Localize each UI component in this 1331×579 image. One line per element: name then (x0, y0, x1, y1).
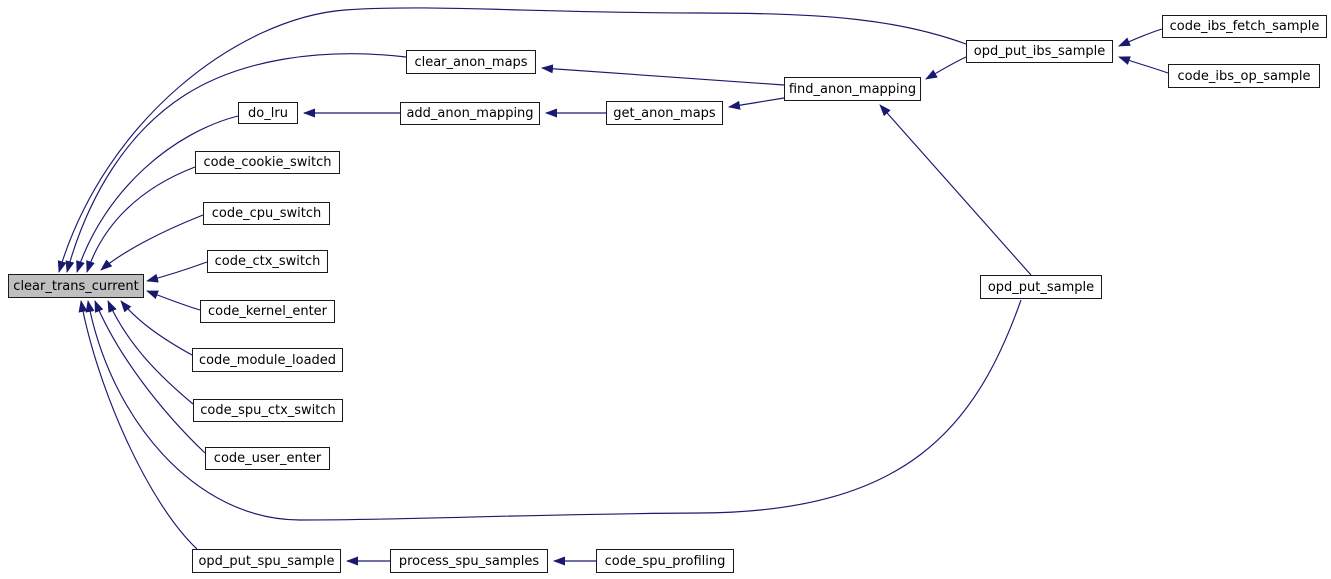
edge-code_user_enter-to-clear_trans_current (94, 300, 206, 454)
edge-code_ibs_fetch_sample-to-opd_put_ibs_sample (1118, 28, 1163, 47)
edge-code_cpu_switch-to-clear_trans_current (100, 214, 204, 271)
edge-find_anon_mapping-to-get_anon_maps (728, 97, 785, 110)
node-opd-put-spu-sample[interactable]: opd_put_spu_sample (192, 549, 341, 573)
edge-code_ctx_switch-to-clear_trans_current (146, 261, 208, 283)
node-do-lru[interactable]: do_lru (238, 102, 298, 124)
node-code-ibs-fetch-sample[interactable]: code_ibs_fetch_sample (1162, 15, 1327, 38)
edge-opd_put_sample-to-clear_trans_current (85, 299, 1022, 521)
edge-code_kernel_enter-to-clear_trans_current (146, 290, 201, 311)
node-find-anon-mapping[interactable]: find_anon_mapping (784, 77, 921, 101)
node-get-anon-maps[interactable]: get_anon_maps (606, 101, 723, 125)
node-code-module-loaded[interactable]: code_module_loaded (192, 348, 343, 372)
edge-opd_put_ibs_sample-to-clear_trans_current (57, 7, 967, 273)
edge-code_ibs_op_sample-to-opd_put_ibs_sample (1118, 56, 1169, 74)
node-opd-put-ibs-sample[interactable]: opd_put_ibs_sample (966, 40, 1113, 63)
node-code-cookie-switch[interactable]: code_cookie_switch (195, 151, 340, 174)
node-process-spu-samples[interactable]: process_spu_samples (390, 549, 548, 573)
edge-do_lru-to-clear_trans_current (76, 115, 239, 273)
node-opd-put-sample[interactable]: opd_put_sample (980, 275, 1102, 299)
node-code-ctx-switch[interactable]: code_ctx_switch (207, 250, 328, 273)
edge-find_anon_mapping-to-clear_anon_maps (541, 64, 785, 86)
edge-code_spu_ctx_switch-to-clear_trans_current (107, 300, 194, 405)
node-code-user-enter[interactable]: code_user_enter (205, 447, 330, 470)
node-clear-anon-maps[interactable]: clear_anon_maps (406, 50, 536, 74)
node-code-spu-profiling[interactable]: code_spu_profiling (596, 549, 734, 573)
edge-code_cookie_switch-to-clear_trans_current (86, 166, 196, 273)
node-code-ibs-op-sample[interactable]: code_ibs_op_sample (1168, 64, 1320, 88)
node-add-anon-mapping[interactable]: add_anon_mapping (400, 102, 540, 125)
edge-opd_put_spu_sample-to-clear_trans_current (78, 300, 198, 550)
node-clear-trans-current: clear_trans_current (8, 274, 144, 298)
node-code-cpu-switch[interactable]: code_cpu_switch (203, 202, 330, 225)
edge-opd_put_ibs_sample-to-find_anon_mapping (925, 56, 967, 80)
edge-code_module_loaded-to-clear_trans_current (120, 300, 193, 356)
node-code-kernel-enter[interactable]: code_kernel_enter (200, 300, 335, 323)
edge-opd_put_sample-to-find_anon_mapping (879, 104, 1032, 276)
edge-clear_anon_maps-to-clear_trans_current (65, 53, 407, 273)
node-code-spu-ctx-switch[interactable]: code_spu_ctx_switch (193, 399, 343, 422)
